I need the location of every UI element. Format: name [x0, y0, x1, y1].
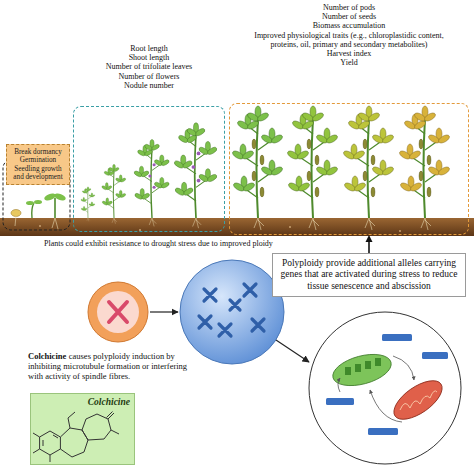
node-text: Break dormancy	[9, 148, 67, 156]
seedlings	[15, 216, 16, 226]
seedlings	[32, 203, 34, 218]
soil-band	[399, 230, 401, 232]
note-text: Plants could exhibit resistance to droug…	[44, 239, 273, 248]
flow-arrow	[150, 311, 178, 312]
growing-plants	[148, 163, 155, 188]
seedlings	[54, 198, 56, 218]
polyploid-cell	[199, 284, 264, 336]
node-text: Harvest index	[247, 49, 452, 58]
note-box: Polyploidy provide additional alleles ca…	[272, 253, 466, 297]
organelle-circle	[329, 349, 394, 392]
growing-plants	[101, 164, 126, 224]
soil-band	[0, 218, 474, 236]
mature-plants	[231, 106, 283, 230]
molecule-structure	[82, 414, 111, 440]
colchicine-cell	[88, 282, 148, 342]
mature-plants	[342, 106, 394, 230]
organelle-circle	[309, 312, 461, 464]
dashed-outline	[73, 106, 225, 232]
node-text: Root length	[103, 44, 195, 53]
drug-name: Colchicine	[28, 351, 66, 361]
mature-plants	[286, 106, 338, 230]
seedlings	[34, 200, 42, 204]
organelle-circle	[368, 428, 398, 435]
node-text: Polyploidy provide additional alleles ca…	[278, 258, 460, 292]
trait-region: Number of podsNumber of seedsBiomass acc…	[229, 3, 469, 235]
node-text: Shoot length	[103, 53, 195, 62]
organelle-circle	[400, 391, 437, 410]
mature-plants	[419, 139, 431, 197]
node-text: Number of flowers	[103, 72, 195, 81]
organelle-circle	[422, 352, 448, 359]
node-text: Seedling growth and development	[9, 165, 67, 182]
colchicine-cell	[97, 291, 139, 333]
mature-plants	[252, 139, 264, 197]
molecule-structure	[60, 428, 88, 457]
polyploid-cell	[180, 260, 284, 364]
growing-plants	[192, 152, 201, 183]
organelle-circle	[338, 378, 340, 392]
seedlings	[53, 192, 66, 202]
node-text: Number of trifoliate leaves	[103, 62, 195, 71]
polyploid-cell	[180, 260, 284, 364]
molecule-structure	[40, 431, 61, 455]
node-heading: Number of podsNumber of seedsBiomass acc…	[247, 3, 452, 67]
seedlings	[26, 201, 34, 205]
flow-arrow	[276, 340, 309, 362]
node-text: Improved physiological traits (e.g., chl…	[247, 31, 452, 49]
dashed-outline	[229, 103, 469, 235]
colchicine-cell	[109, 302, 127, 322]
node-text: Yield	[247, 58, 452, 67]
growing-plants	[81, 123, 218, 228]
organelle-circle	[345, 367, 351, 375]
node-text: Number of seeds	[247, 12, 452, 21]
connector	[366, 235, 373, 253]
mature-plants	[231, 106, 450, 230]
mature-plants	[398, 106, 450, 230]
organelle-circle	[393, 356, 414, 380]
soil-band	[39, 225, 41, 227]
organelle-circle	[388, 373, 449, 426]
organelle-circle	[370, 390, 402, 422]
arrow-head	[366, 235, 373, 242]
organelle-circle	[375, 358, 381, 366]
caption-paragraph: Colchicinecauses polyploidy induction by…	[28, 351, 200, 382]
growing-plants	[81, 187, 96, 222]
seedlings	[43, 192, 56, 202]
organelle-circle	[355, 364, 361, 372]
node-text: Colchicine	[35, 397, 130, 407]
seedlings	[11, 210, 21, 217]
node-text: Biomass accumulation	[247, 21, 452, 30]
molecule-structure	[33, 412, 119, 463]
seedlings	[52, 218, 58, 229]
node-text: Number of pods	[247, 3, 452, 12]
node-heading: Root lengthShoot lengthNumber of trifoli…	[103, 44, 195, 90]
molecule-structure	[33, 412, 119, 463]
mature-plants	[363, 139, 375, 197]
organelle-circle	[382, 334, 412, 341]
growing-plants	[133, 140, 170, 227]
growing-plants	[173, 123, 218, 228]
colchicine-cell	[88, 282, 148, 342]
organelle-circle	[365, 361, 371, 369]
mature-plants	[307, 139, 319, 197]
soil-band	[0, 218, 474, 236]
trait-region: Root lengthShoot lengthNumber of trifoli…	[73, 44, 225, 232]
soil-band	[139, 229, 141, 231]
node-text: Nodule number	[103, 81, 195, 90]
soil-band	[289, 226, 291, 228]
organelle-circle	[326, 398, 354, 405]
structure-box: Colchicine	[30, 393, 135, 465]
organelle-circle	[309, 312, 461, 464]
stage-box: Break dormancyGerminationSeedling growth…	[6, 144, 70, 185]
node-text: Germination	[9, 156, 67, 164]
